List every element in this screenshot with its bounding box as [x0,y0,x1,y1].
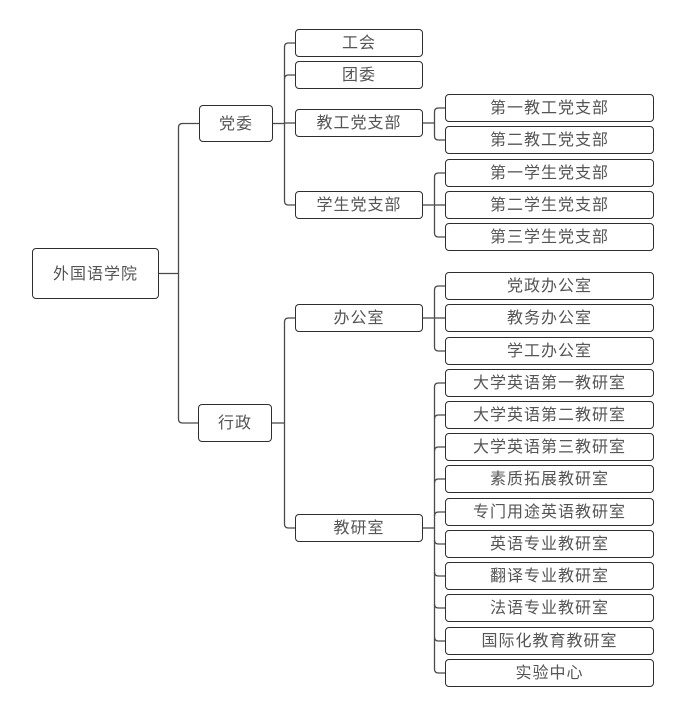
connector-branch [177,418,198,424]
node-labor-union: 工会 [295,29,423,57]
connector-branch [433,107,445,113]
connector-branch [433,668,445,674]
connector-branch [433,285,445,291]
node-college-english-2: 大学英语第二教研室 [445,401,654,429]
connector-branch [433,511,445,517]
node-college-english-3: 大学英语第三教研室 [445,433,654,461]
connector-branch [433,571,445,577]
connector-branch [283,74,295,80]
node-translation-major: 翻译专业教研室 [445,562,654,590]
node-staff-party-branch: 教工党支部 [295,109,423,137]
connector-branch [283,42,295,48]
node-teaching-research: 教研室 [295,514,423,542]
connector-branch [433,172,445,178]
connector-branch [433,603,445,609]
node-academic-affairs-office: 教务办公室 [445,304,654,332]
node-administration: 行政 [198,404,272,442]
connector-branch [433,414,445,420]
connector-branch [433,636,445,642]
connector-branch [433,478,445,484]
connector-branch [177,122,199,128]
node-staff-branch-2: 第二教工党支部 [445,126,654,154]
connector-branch [433,382,445,388]
node-student-party-branch: 学生党支部 [295,191,423,219]
connector-branch [433,346,445,352]
node-office: 办公室 [295,304,423,332]
connector-branch [433,135,445,141]
node-esp: 专门用途英语教研室 [445,498,654,526]
connector-branch [433,232,445,238]
node-party-committee: 党委 [199,105,273,142]
node-student-branch-3: 第三学生党支部 [445,223,654,251]
node-party-admin-office: 党政办公室 [445,272,654,300]
connector-branch [283,317,295,323]
node-staff-branch-1: 第一教工党支部 [445,94,654,122]
connector-branch [283,200,295,206]
node-college-english-1: 大学英语第一教研室 [445,369,654,397]
node-english-major: 英语专业教研室 [445,530,654,558]
node-root: 外国语学院 [32,248,159,299]
node-student-branch-1: 第一学生党支部 [445,159,654,187]
connector-branch [433,539,445,545]
node-student-affairs-office: 学工办公室 [445,337,654,365]
node-international-education: 国际化教育教研室 [445,627,654,655]
connector-branch [433,446,445,452]
connector-branch [283,523,295,529]
node-student-branch-2: 第二学生党支部 [445,191,654,219]
node-quality-development: 素质拓展教研室 [445,465,654,493]
node-youth-league: 团委 [295,61,423,89]
node-french-major: 法语专业教研室 [445,594,654,622]
node-lab-center: 实验中心 [445,659,654,687]
